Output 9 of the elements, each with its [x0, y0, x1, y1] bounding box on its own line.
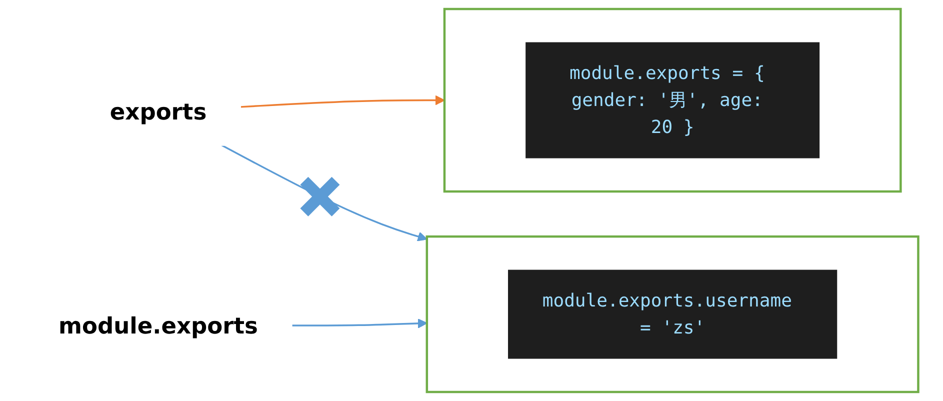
- node-box: module.exports.username = 'zs': [508, 270, 838, 359]
- arrow: [292, 318, 428, 328]
- node-box: module.exports = { gender: '男', age: 20 }: [526, 42, 820, 158]
- arrow: [240, 95, 445, 108]
- cluster: [443, 8, 902, 193]
- node-text: module.exports: [58, 312, 258, 340]
- arrow: [221, 144, 428, 242]
- cluster: [426, 235, 920, 394]
- node-text: exports: [110, 98, 207, 126]
